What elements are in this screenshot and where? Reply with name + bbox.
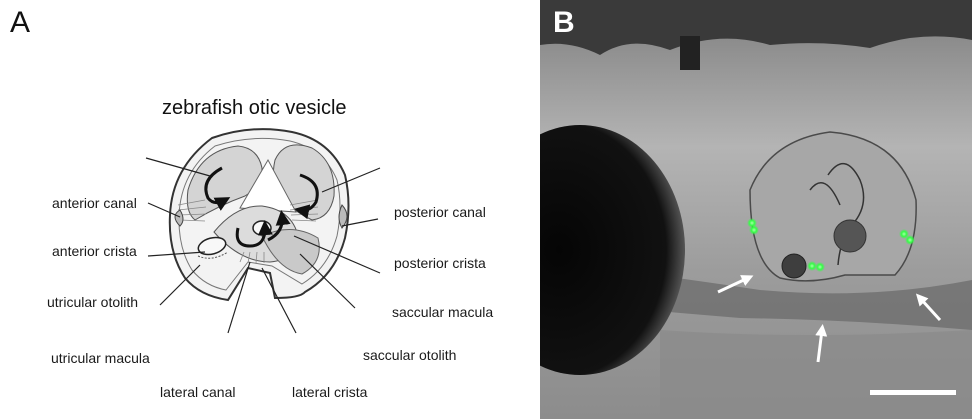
- saccular-otolith-micrograph: [834, 220, 866, 252]
- label-anterior-canal: anterior canal: [52, 196, 137, 210]
- label-anterior-crista: anterior crista: [52, 244, 137, 258]
- label-saccular-otolith: saccular otolith: [363, 348, 456, 362]
- utricular-otolith-micrograph: [782, 254, 806, 278]
- micrograph-panel: B: [540, 0, 972, 419]
- scale-bar: [870, 390, 956, 395]
- label-posterior-canal: posterior canal: [394, 205, 486, 219]
- micrograph-image: [540, 0, 972, 419]
- panel-b-letter: B: [553, 8, 575, 38]
- label-lateral-crista: lateral crista: [292, 385, 367, 399]
- label-saccular-macula: saccular macula: [392, 305, 493, 319]
- label-utricular-otolith: utricular otolith: [47, 295, 138, 309]
- dark-notch: [680, 36, 700, 70]
- label-utricular-macula: utricular macula: [51, 351, 150, 365]
- saccular-otolith-shape: [253, 221, 271, 235]
- label-posterior-crista: posterior crista: [394, 256, 486, 270]
- label-lateral-canal: lateral canal: [160, 385, 236, 399]
